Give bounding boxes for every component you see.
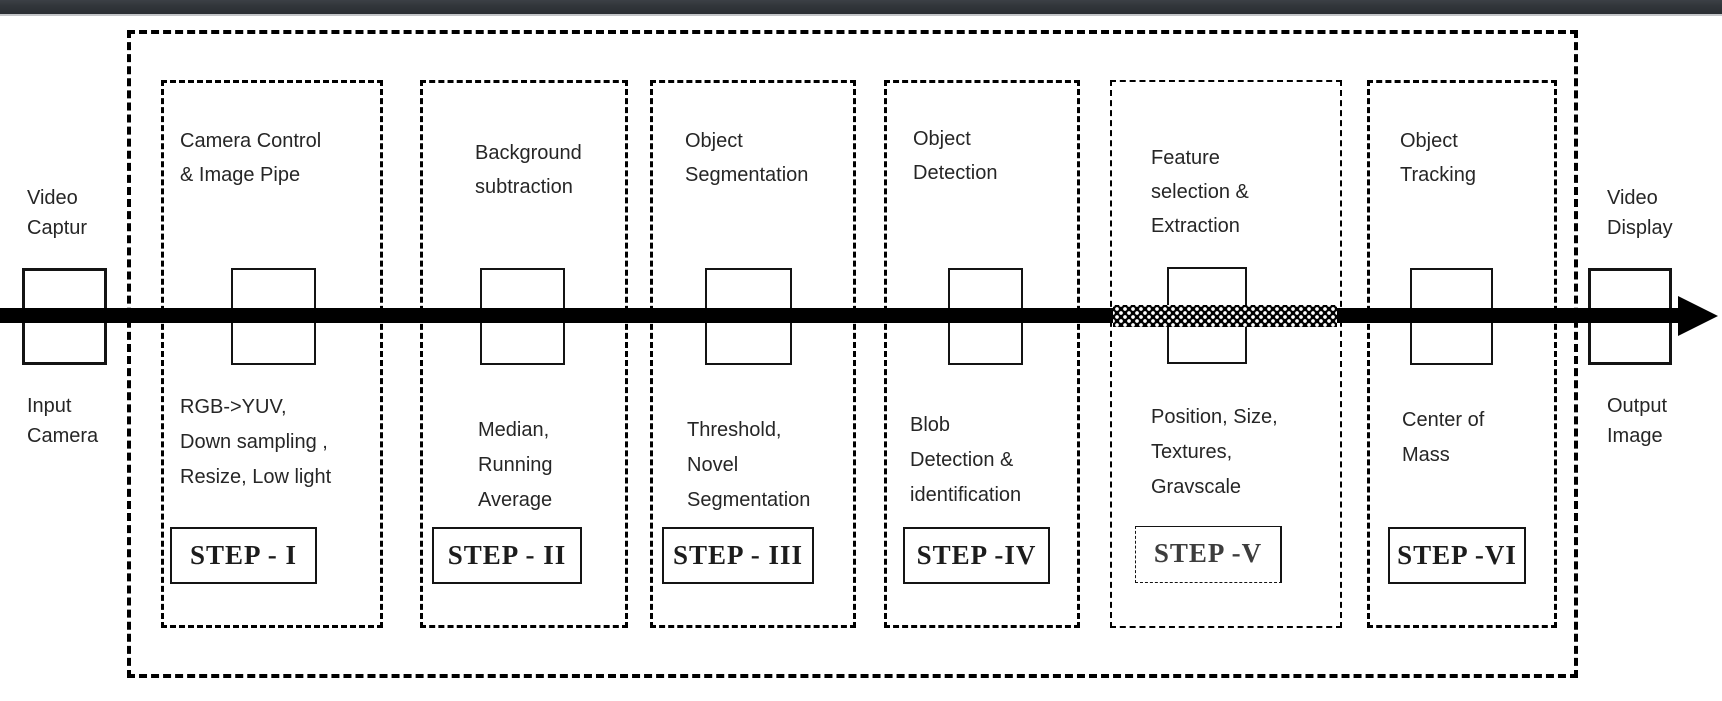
step-box-3: Object Segmentation Threshold, Novel Seg… [650,80,856,628]
step-label-box: STEP -VI [1388,527,1526,584]
step-label: STEP - II [447,540,567,570]
step-box-6: Object Tracking Center of Mass STEP -VI [1367,80,1557,628]
flow-arrow-head-icon [1678,296,1718,336]
step-description: Position, Size, Textures, Gravscale [1151,406,1278,498]
step-label-box: STEP - II [432,527,582,584]
output-label-bottom: Output Image [1607,395,1668,447]
pipeline-outer-frame [127,30,1578,678]
step-label: STEP -IV [916,540,1037,570]
step-label-box: STEP - III [662,527,814,584]
step-description: Threshold, Novel Segmentation [687,419,811,511]
flow-arrow-line [0,308,1685,323]
step-label-box: STEP -V [1135,526,1282,583]
step-label: STEP - I [189,540,298,570]
step-description: Blob Detection & identification [910,414,1022,506]
step-label-box: STEP -IV [903,527,1050,584]
output-label-top: Video Display [1607,187,1673,239]
step-box-1: Camera Control & Image Pipe RGB->YUV, Do… [161,80,383,628]
step-title: Object Segmentation [685,130,809,186]
step-title: Background subtraction [475,142,582,198]
input-label-top: Video Captur [27,187,88,239]
step-description: Median, Running Average [478,419,553,511]
step-description: RGB->YUV, Down sampling , Resize, Low li… [180,396,332,488]
step-box-5: Feature selection & Extraction Position,… [1110,80,1342,628]
flow-arrow-pattern-segment [1113,305,1337,327]
step-label: STEP -V [1153,538,1263,568]
window-titlebar [0,0,1722,16]
step-description: Center of Mass [1402,409,1485,466]
step-label-box: STEP - I [170,527,317,584]
step-label: STEP - III [672,540,804,570]
input-label-bottom: Input Camera [27,395,99,447]
step-box-4: Object Detection Blob Detection & identi… [884,80,1080,628]
step-title: Camera Control & Image Pipe [180,130,322,186]
step-box-2: Background subtraction Median, Running A… [420,80,628,628]
step-label: STEP -VI [1397,540,1517,570]
step-title: Feature selection & Extraction [1151,147,1249,237]
step-title: Object Tracking [1400,130,1476,186]
step-title: Object Detection [913,128,998,184]
